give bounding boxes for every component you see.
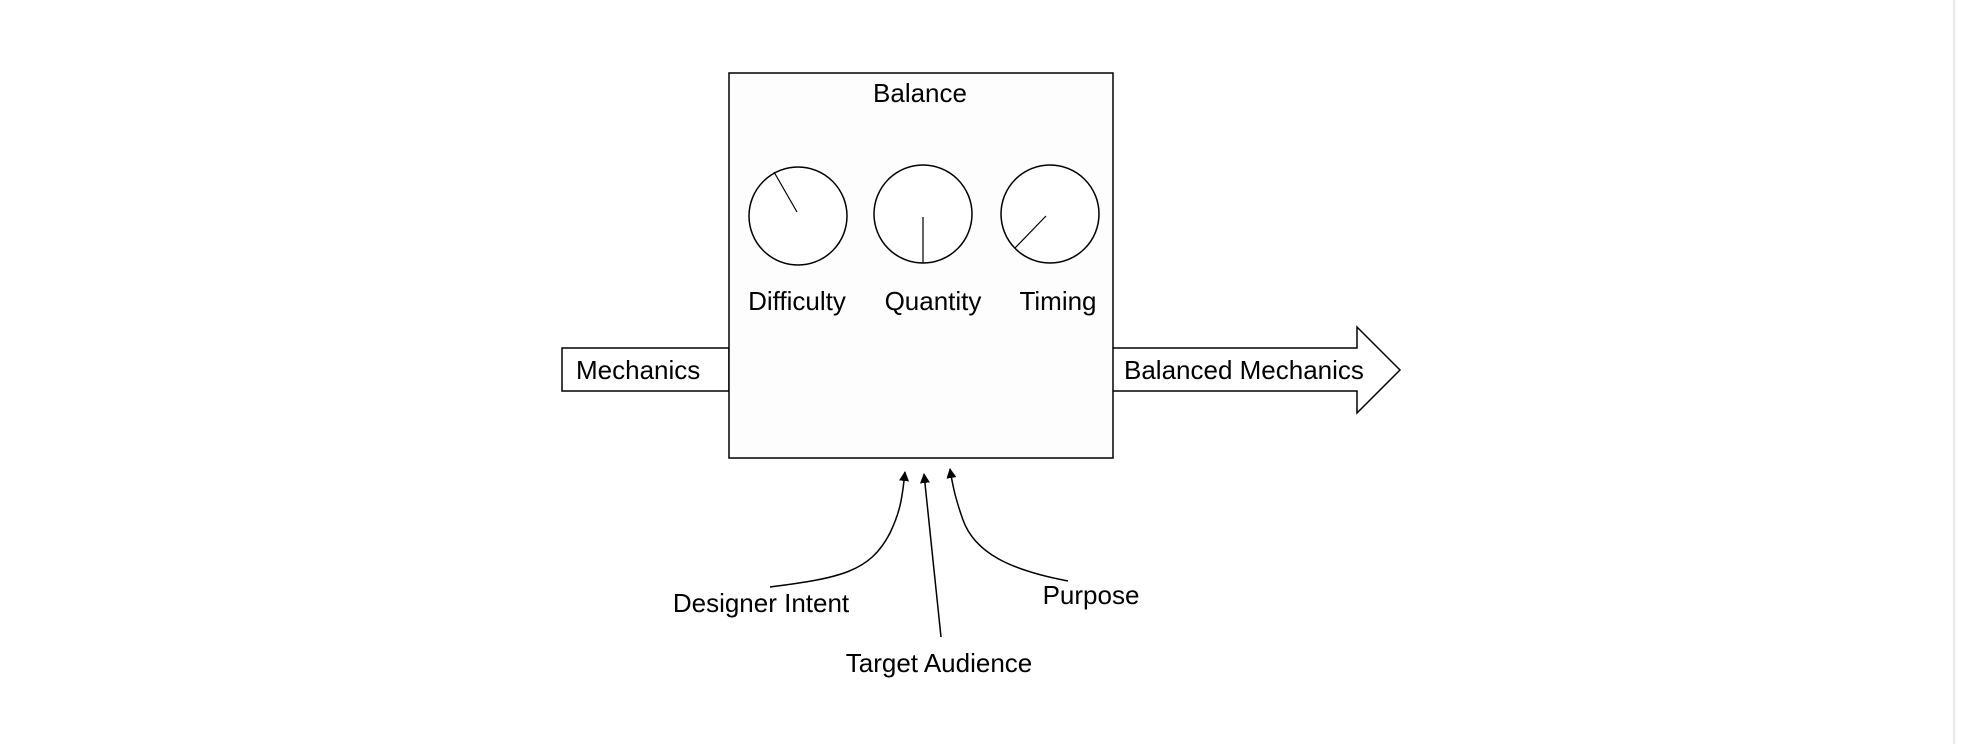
dial-timing-needle [1014,215,1047,249]
dial-timing-label: Timing [1019,286,1096,316]
balance-box-frame [728,72,1114,459]
output-arrow-shape [1113,325,1402,415]
target-audience-label: Target Audience [846,648,1032,678]
input-box [561,347,730,392]
influence-target-audience: Target Audience [846,473,1032,678]
output-label: Balanced Mechanics [1124,355,1364,385]
dial-difficulty: Difficulty [748,166,848,316]
input-mechanics: Mechanics [561,347,730,392]
target-audience-arrow [919,473,942,638]
purpose-label: Purpose [1043,580,1140,610]
balance-title: Balance [873,78,967,108]
dial-quantity: Quantity [873,164,982,316]
designer-intent-arrow [769,471,910,588]
dial-timing-face [1000,164,1100,264]
designer-intent-label: Designer Intent [673,588,850,618]
dial-difficulty-label: Difficulty [748,286,846,316]
influence-purpose: Purpose [946,468,1140,610]
balance-box: Balance Difficulty Quantity Timing [728,72,1114,459]
dial-difficulty-needle [773,171,798,213]
output-balanced-mechanics: Balanced Mechanics [1113,325,1402,415]
dial-difficulty-face [748,166,848,266]
purpose-arrow [946,468,1069,582]
dial-timing: Timing [1000,164,1100,316]
right-edge-divider [1953,0,1955,744]
input-label: Mechanics [576,355,700,385]
influence-designer-intent: Designer Intent [673,471,910,618]
dial-quantity-label: Quantity [885,286,982,316]
